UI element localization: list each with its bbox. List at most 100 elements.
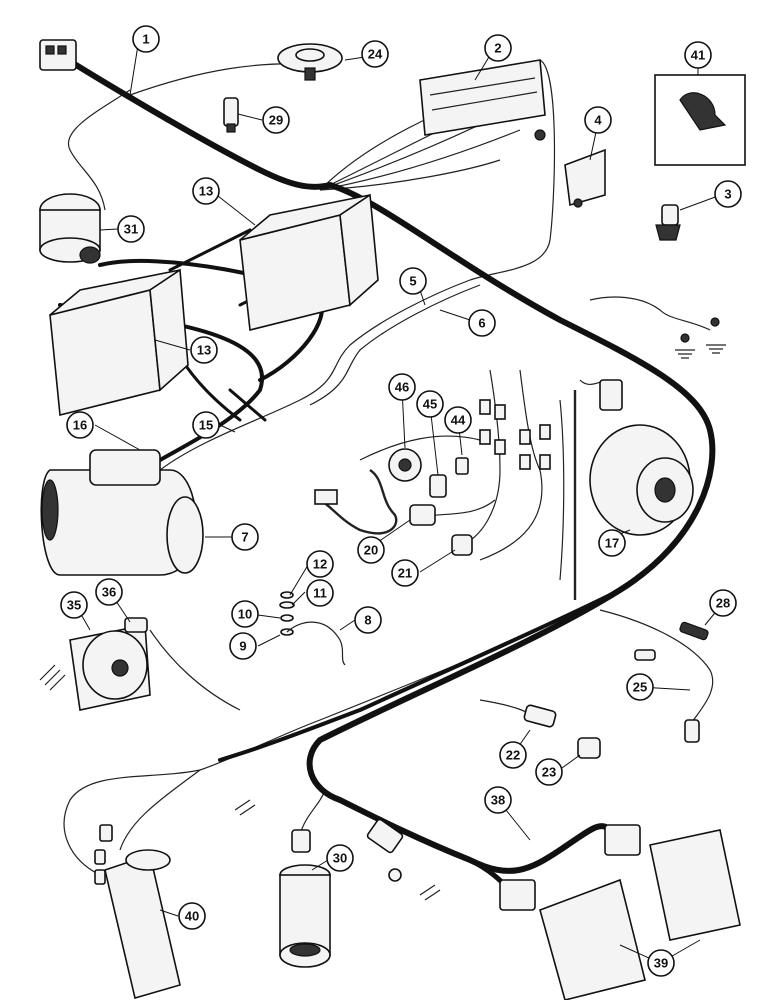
callout-24: 24	[361, 40, 389, 68]
callout-40-label: 40	[185, 909, 199, 924]
callout-6-label: 6	[478, 316, 485, 331]
callout-1-label: 1	[142, 32, 149, 47]
callout-17-label: 17	[605, 536, 619, 551]
filter-40	[94, 824, 181, 1000]
callout-6: 6	[468, 309, 496, 337]
callout-24-label: 24	[368, 47, 383, 62]
main-connector	[39, 39, 77, 71]
callout-31-label: 31	[124, 222, 138, 237]
sender-46	[388, 448, 422, 482]
main-harness	[57, 52, 716, 893]
callout-38: 38	[484, 786, 512, 814]
callout-13b-label: 13	[197, 343, 211, 358]
callout-8-label: 8	[364, 613, 371, 628]
callout-21: 21	[391, 559, 419, 587]
callout-3: 3	[714, 180, 742, 208]
callout-36-label: 36	[102, 585, 116, 600]
battery-lower	[49, 268, 189, 417]
callout-35-label: 35	[67, 598, 81, 613]
callout-46: 46	[388, 373, 416, 401]
callout-10: 10	[231, 600, 259, 628]
callout-39-label: 39	[654, 956, 668, 971]
horn-dome	[277, 43, 343, 81]
callout-12-label: 12	[313, 557, 327, 572]
callout-13b: 13	[190, 336, 218, 364]
ground-terminals	[675, 317, 726, 359]
callout-41: 41	[684, 41, 712, 69]
connector-group	[479, 379, 623, 470]
callout-8: 8	[354, 606, 382, 634]
callout-23: 23	[535, 758, 563, 786]
callout-28-label: 28	[716, 596, 730, 611]
sender-20	[409, 504, 436, 526]
callout-25-label: 25	[633, 680, 647, 695]
module-39-right	[649, 829, 741, 941]
parts	[39, 39, 746, 1000]
compressor-35	[69, 617, 151, 711]
callout-20-label: 20	[364, 543, 378, 558]
callout-25: 25	[626, 673, 654, 701]
callout-44: 44	[444, 406, 472, 434]
callout-20: 20	[357, 536, 385, 564]
callout-36: 36	[95, 578, 123, 606]
flasher-4	[564, 148, 606, 208]
callout-9-label: 9	[239, 639, 246, 654]
sender-44	[455, 457, 469, 475]
sender-29	[223, 97, 239, 133]
ground-symbols	[39, 664, 441, 901]
sensor-23	[577, 737, 601, 759]
callout-22: 22	[499, 741, 527, 769]
starter-motor-7	[40, 449, 204, 576]
callout-16: 16	[66, 411, 94, 439]
callout-9: 9	[229, 632, 257, 660]
callout-28: 28	[709, 589, 737, 617]
plug-3	[655, 204, 681, 241]
callout-38-label: 38	[491, 793, 505, 808]
connector-38-area	[366, 818, 641, 911]
switch-28	[679, 621, 709, 641]
callout-21-label: 21	[398, 566, 412, 581]
battery-upper	[239, 193, 379, 331]
callout-44-label: 44	[451, 413, 466, 428]
callout-45: 45	[416, 390, 444, 418]
callout-1: 1	[132, 25, 160, 53]
callout-11-label: 11	[313, 586, 327, 601]
sender-21	[451, 534, 473, 556]
callout-12: 12	[306, 550, 334, 578]
solenoid-31	[39, 193, 101, 264]
callout-3-label: 3	[724, 187, 731, 202]
callout-16-label: 16	[73, 418, 87, 433]
callout-31: 31	[117, 215, 145, 243]
clip-inset-box	[654, 74, 746, 166]
pump-30	[279, 829, 331, 968]
module-39-left	[539, 878, 646, 1000]
callout-39: 39	[647, 949, 675, 977]
wire-coil	[314, 469, 398, 535]
callouts: 1 2 3 4 5 6 7 8 9 10 11 12 13 13 15 16 1…	[60, 25, 742, 977]
callout-5: 5	[399, 267, 427, 295]
sensor-25	[634, 649, 700, 743]
sender-45	[429, 474, 447, 498]
callout-17: 17	[598, 529, 626, 557]
callout-2-label: 2	[494, 41, 501, 56]
callout-45-label: 45	[423, 397, 437, 412]
callout-29: 29	[262, 106, 290, 134]
washer-stack	[279, 591, 346, 666]
callout-41-label: 41	[691, 48, 705, 63]
callout-11: 11	[306, 579, 334, 607]
callout-4-label: 4	[594, 113, 602, 128]
callout-2: 2	[484, 34, 512, 62]
callout-13a: 13	[192, 177, 220, 205]
callout-30-label: 30	[333, 851, 347, 866]
callout-29-label: 29	[269, 113, 283, 128]
callout-23-label: 23	[542, 765, 556, 780]
fuse-block	[419, 59, 546, 141]
callout-7: 7	[231, 523, 259, 551]
callout-15-label: 15	[199, 418, 213, 433]
callout-35: 35	[60, 591, 88, 619]
leader-lines	[77, 44, 724, 964]
alternator-17	[589, 424, 694, 536]
callout-5-label: 5	[409, 274, 416, 289]
callout-40: 40	[178, 902, 206, 930]
